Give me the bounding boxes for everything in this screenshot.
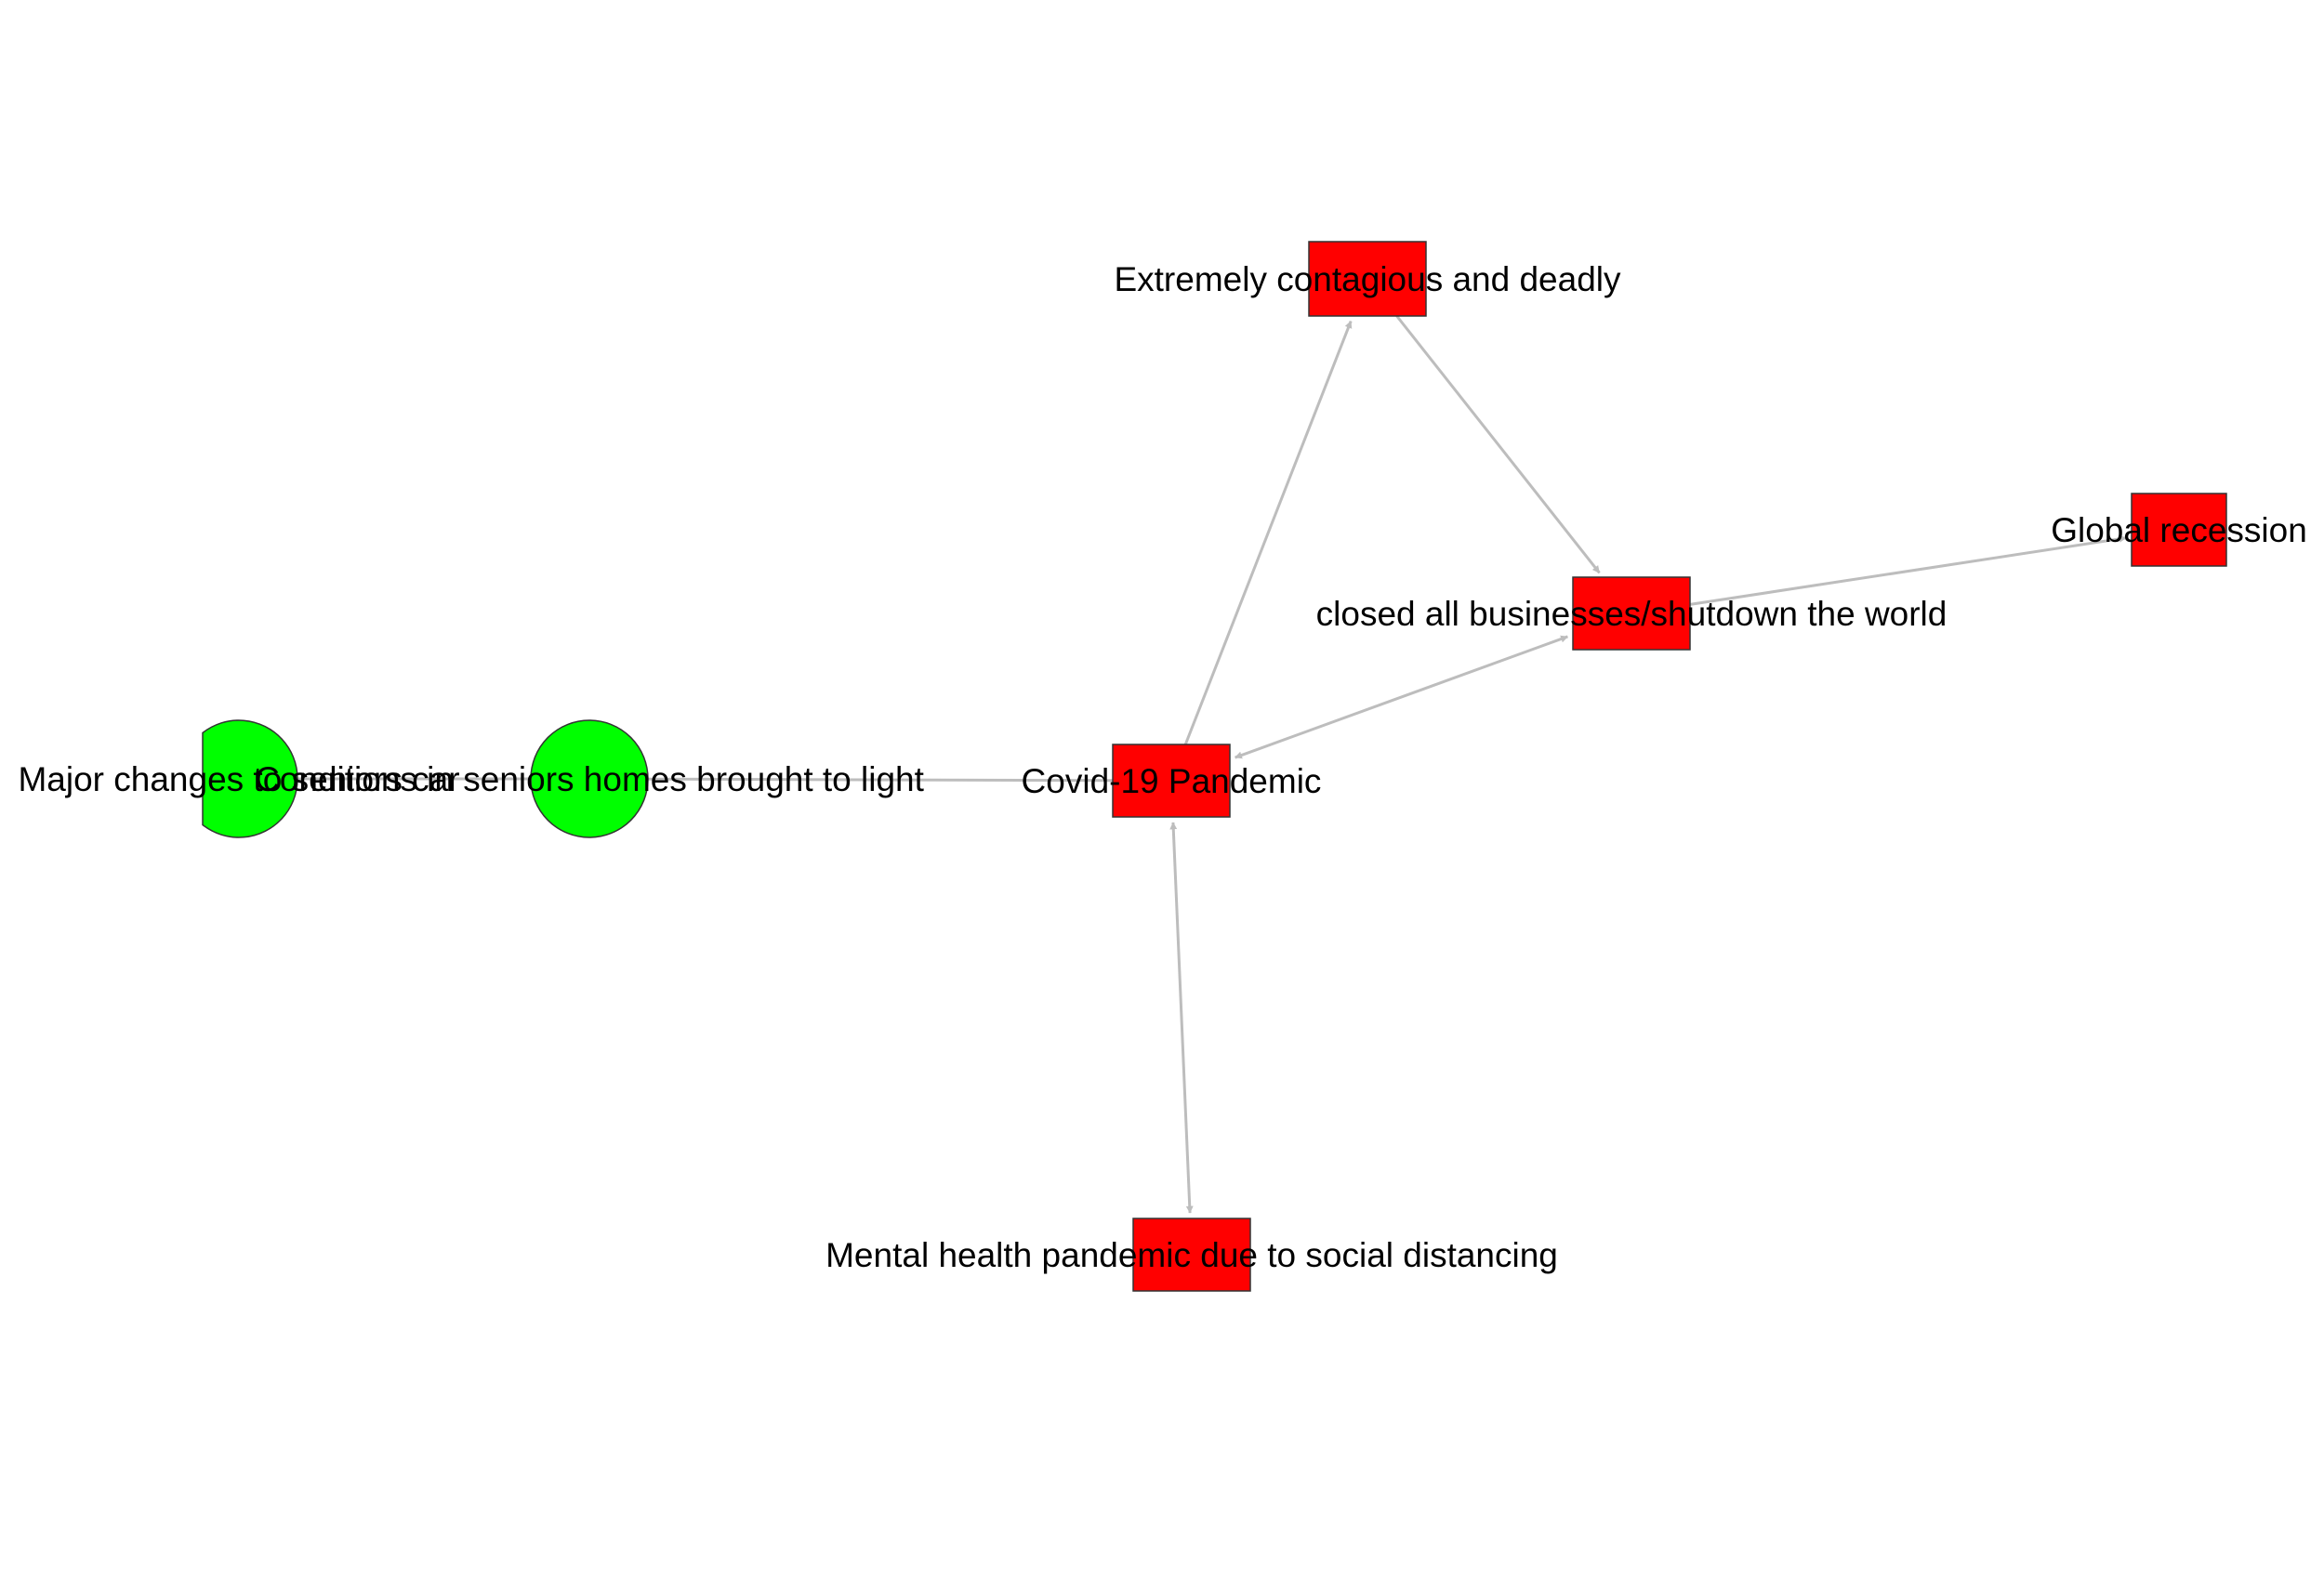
node-label-major-changes: Major changes to seniors car <box>18 760 459 798</box>
node-mental-health[interactable] <box>1132 1218 1251 1292</box>
edges-layer <box>297 315 2127 1214</box>
node-extremely-contagious[interactable] <box>1308 241 1427 317</box>
nodes-layer <box>202 241 2227 1292</box>
node-label-extremely-contagious: Extremely contagious and deadly <box>1114 260 1621 298</box>
node-label-covid-pandemic: Covid-19 Pandemic <box>1022 762 1322 800</box>
node-label-mental-health: Mental health pandemic due to social dis… <box>825 1236 1558 1274</box>
node-label-global-recession: Global recession <box>2051 511 2307 549</box>
edge-extremely-contagious-to-closed-businesses <box>1395 315 1601 574</box>
node-covid-pandemic[interactable] <box>1112 744 1231 818</box>
node-closed-businesses[interactable] <box>1572 576 1691 651</box>
edge-covid-pandemic-to-conditions-seniors <box>647 777 1114 783</box>
node-conditions-seniors[interactable] <box>530 719 649 838</box>
edge-covid-pandemic-to-closed-businesses <box>1235 635 1568 759</box>
node-label-conditions-seniors: Conditions in seniors homes brought to l… <box>255 760 925 798</box>
edge-covid-pandemic-to-mental-health <box>1169 822 1194 1214</box>
node-global-recession[interactable] <box>2131 493 2227 567</box>
node-major-changes[interactable] <box>202 719 298 838</box>
edge-closed-businesses-to-global-recession <box>1689 534 2127 606</box>
node-label-closed-businesses: closed all businesses/shutdown the world <box>1316 595 1948 633</box>
edge-covid-pandemic-to-extremely-contagious <box>1183 320 1353 745</box>
